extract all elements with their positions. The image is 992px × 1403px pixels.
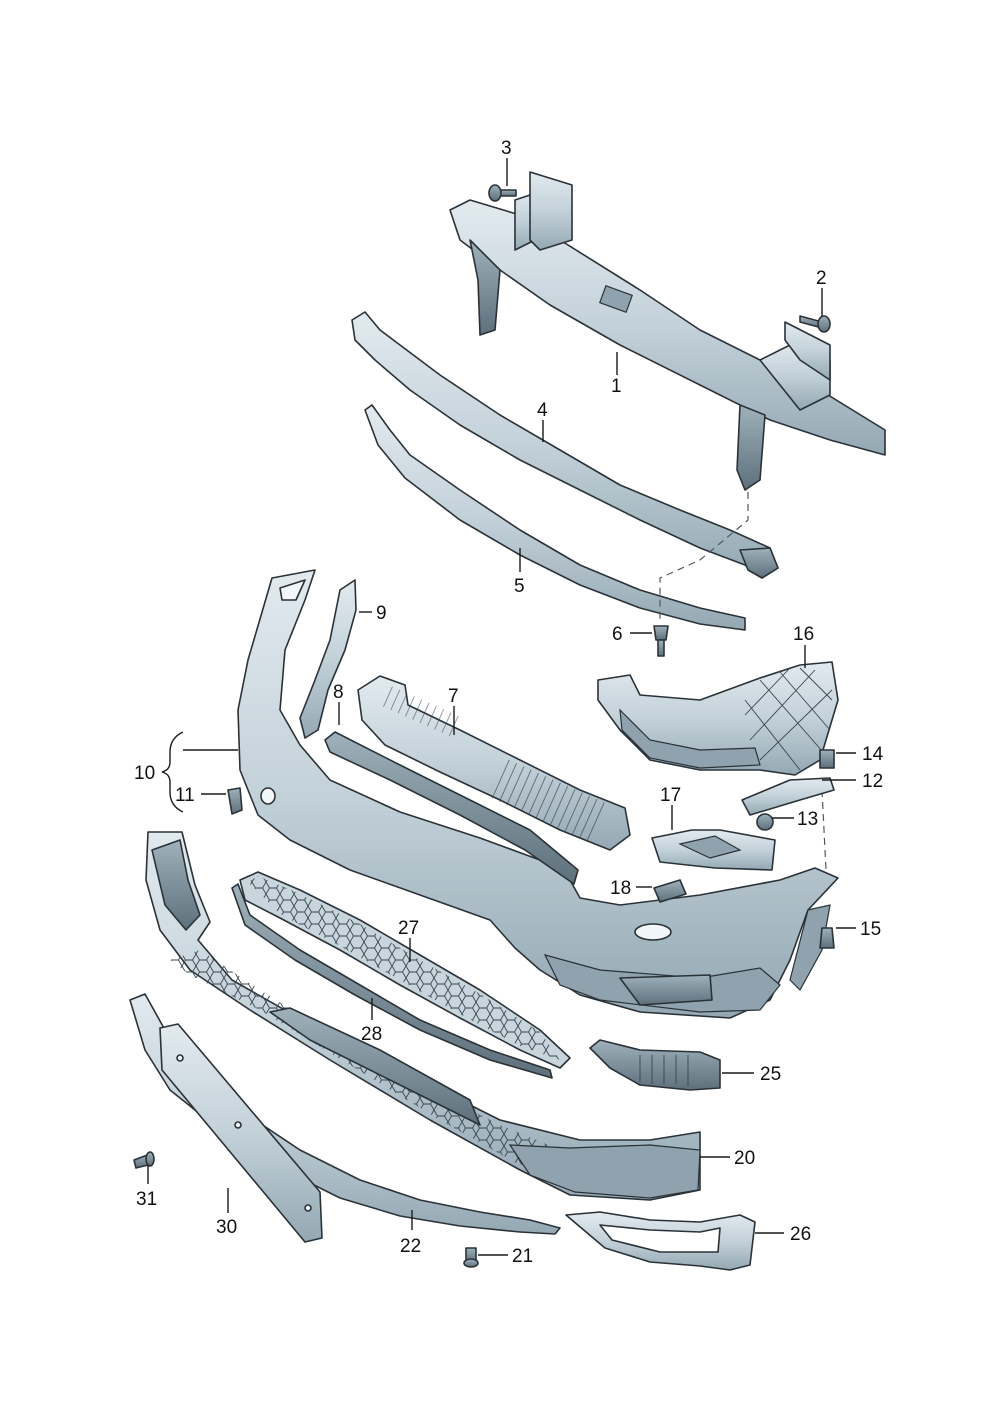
trim-strip-8 <box>324 731 579 885</box>
nut-14 <box>819 749 835 769</box>
callout-28: 28 <box>361 1024 382 1045</box>
bumper-carrier <box>449 171 886 491</box>
callout-26: 26 <box>790 1224 811 1245</box>
leader-lines <box>147 158 856 1256</box>
callout-13: 13 <box>797 809 818 830</box>
callout-8: 8 <box>333 682 344 703</box>
guide-12 <box>741 777 835 816</box>
grille-27 <box>239 871 571 1069</box>
callout-9: 9 <box>376 603 387 624</box>
callout-18: 18 <box>610 878 631 899</box>
bolt-3 <box>488 184 517 202</box>
side-guide-strip <box>299 579 357 739</box>
callout-31: 31 <box>136 1189 157 1210</box>
callout-5: 5 <box>514 576 525 597</box>
callout-27: 27 <box>398 918 419 939</box>
callout-16: 16 <box>793 624 814 645</box>
screw-21 <box>463 1247 479 1268</box>
callout-15: 15 <box>860 919 881 940</box>
trim-frame-26 <box>565 1211 756 1271</box>
clip-6 <box>653 625 669 657</box>
bolt-15 <box>819 927 835 949</box>
callout-6: 6 <box>612 624 623 645</box>
bolt-2 <box>799 315 831 333</box>
bumper-strip <box>364 404 746 631</box>
cap-11 <box>227 787 243 815</box>
callout-21: 21 <box>512 1246 533 1267</box>
callout-4: 4 <box>537 400 548 421</box>
trim-strip-28 <box>231 883 553 1079</box>
callout-25: 25 <box>760 1064 781 1085</box>
callout-7: 7 <box>448 686 459 707</box>
callout-30: 30 <box>216 1217 237 1238</box>
bumper-cover <box>237 569 839 1019</box>
alignment-line-guide <box>821 789 827 871</box>
cover-cap-18 <box>653 879 687 903</box>
callout-14: 14 <box>862 744 884 765</box>
side-grille-25 <box>589 1039 721 1091</box>
callout-11: 11 <box>175 785 195 806</box>
callout-labels: 1 2 3 4 5 6 7 8 9 10 11 12 13 14 15 16 1… <box>134 138 884 1267</box>
alignment-line-carrier <box>659 492 749 620</box>
callout-12: 12 <box>862 771 883 792</box>
clip-13 <box>756 813 774 831</box>
callout-3: 3 <box>501 138 512 159</box>
holder-17 <box>651 829 776 871</box>
license-plate-bracket <box>159 1023 323 1243</box>
callout-2: 2 <box>816 268 827 289</box>
energy-absorber <box>351 311 779 579</box>
callout-20: 20 <box>734 1148 755 1169</box>
callout-22: 22 <box>400 1236 421 1257</box>
air-guide <box>357 675 631 851</box>
callout-17: 17 <box>660 785 681 806</box>
lower-grille-20 <box>145 831 701 1201</box>
rivet-31 <box>133 1151 155 1169</box>
bracket-16 <box>597 661 839 776</box>
callout-10: 10 <box>134 763 155 784</box>
callout-1: 1 <box>611 376 622 397</box>
